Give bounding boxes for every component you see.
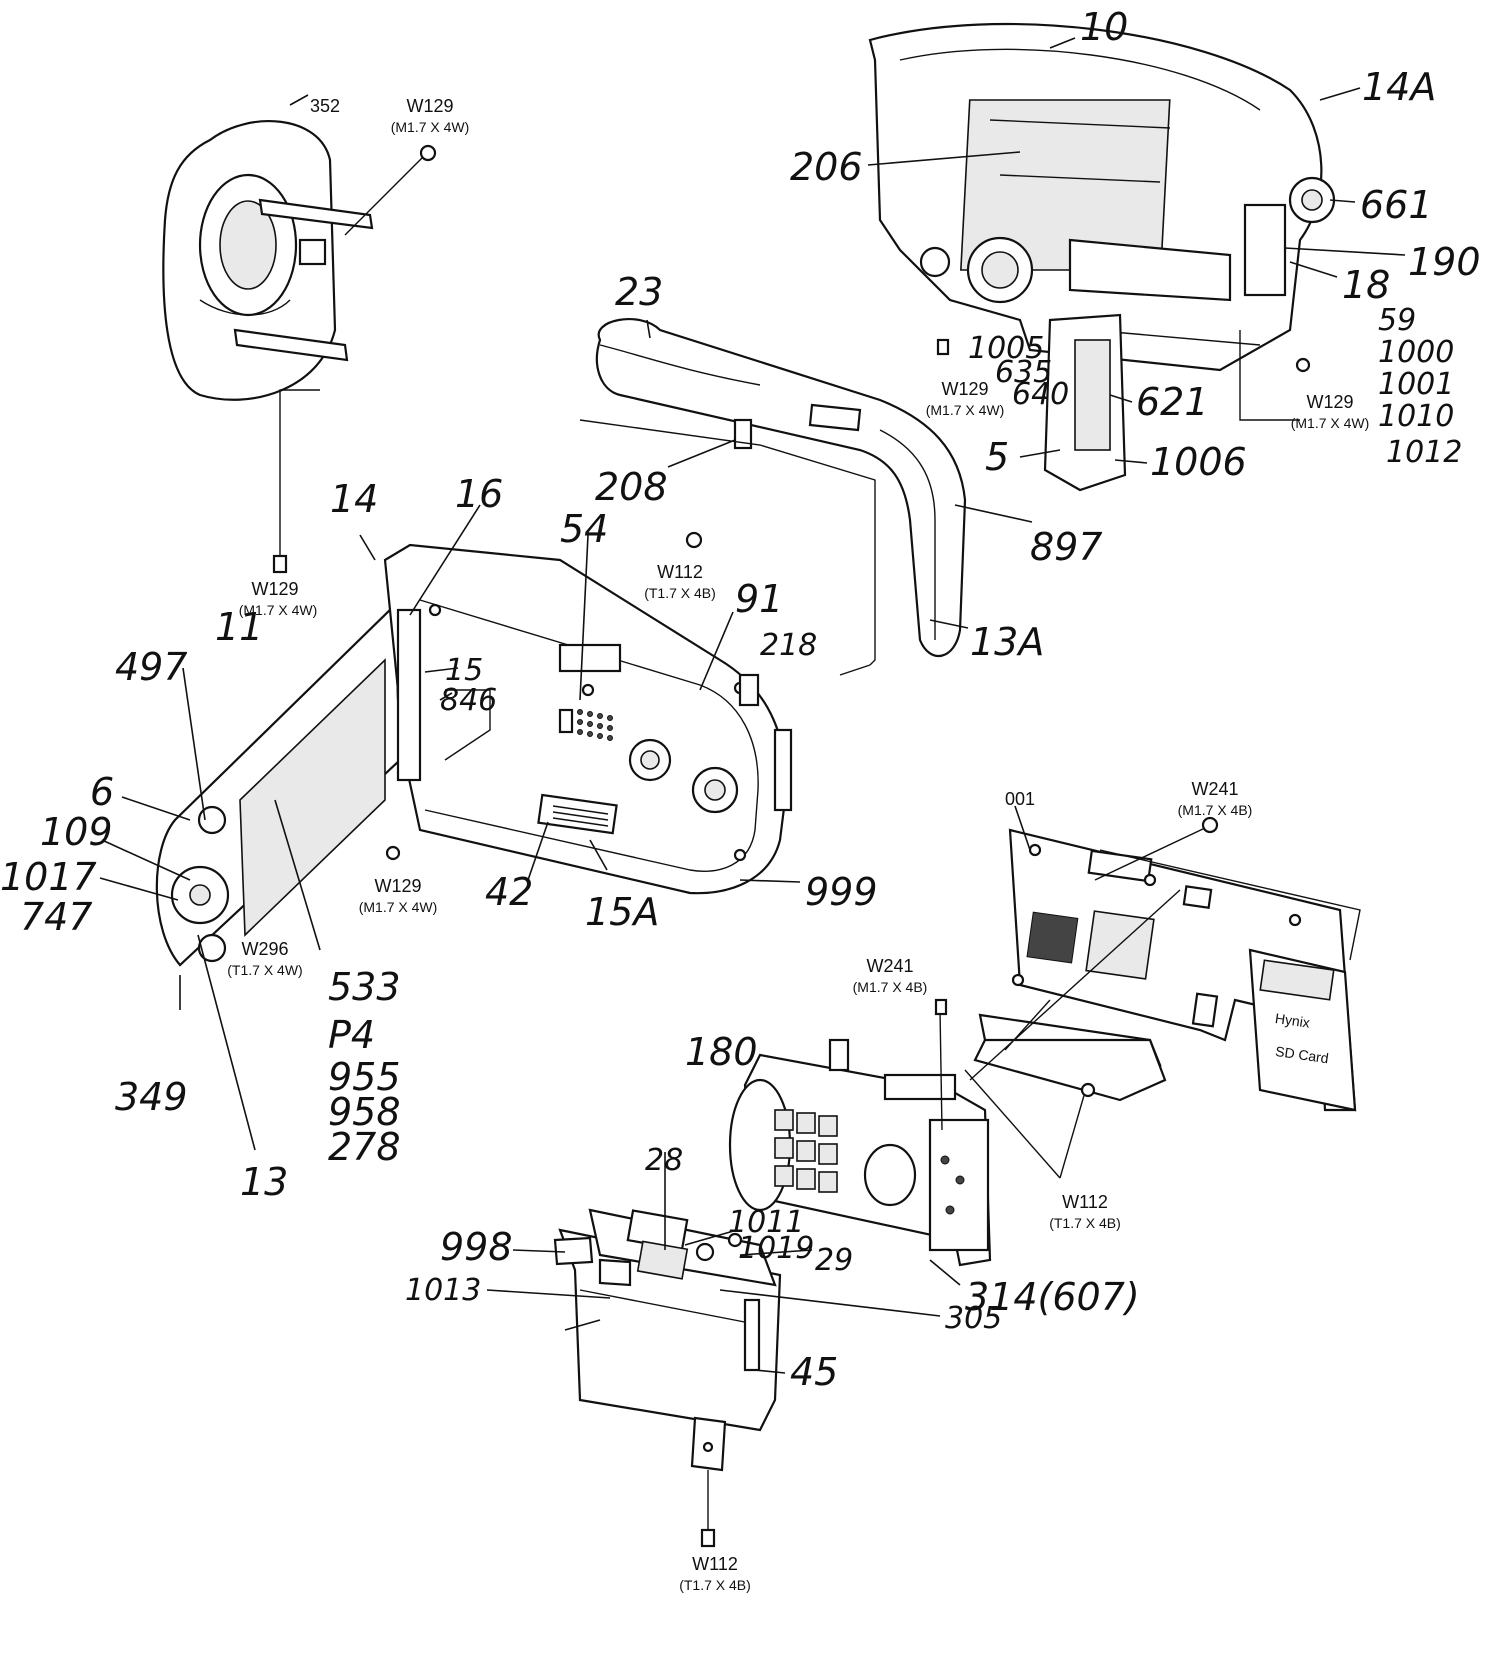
screw-w129-a xyxy=(344,144,437,236)
screw-10-id: W112 xyxy=(1062,1192,1108,1212)
label-54: 54 xyxy=(560,507,608,551)
back-housing-part xyxy=(868,22,1336,492)
screw-2-spec: (M1.7 X 4W) xyxy=(239,602,318,618)
label-5: 5 xyxy=(985,435,1009,479)
screw-8-spec: (M1.7 X 4B) xyxy=(1178,802,1253,818)
label-14: 14 xyxy=(330,477,378,521)
screw-9-id: W241 xyxy=(866,956,913,976)
label-109: 109 xyxy=(40,810,113,854)
screw-5-spec: (T1.7 X 4B) xyxy=(644,585,716,601)
label-11: 11 xyxy=(215,605,263,649)
camera-module-part xyxy=(728,998,1096,1267)
label-18: 18 xyxy=(1342,263,1390,307)
label-P4: P4 xyxy=(328,1013,375,1057)
label-349: 349 xyxy=(115,1075,188,1119)
screw-w129-b xyxy=(272,389,320,574)
label-1019: 1019 xyxy=(738,1231,814,1266)
label-1005: 1005 xyxy=(968,331,1044,366)
screw-11-spec: (T1.7 X 4B) xyxy=(679,1577,751,1593)
screw-1-id: W129 xyxy=(406,96,453,116)
screw-3-id: W129 xyxy=(941,379,988,399)
battery-holder-part xyxy=(553,1208,782,1548)
label-352: 352 xyxy=(310,96,340,116)
screw-5-id: W112 xyxy=(657,562,703,582)
board-card-text: SD Card xyxy=(1274,1043,1329,1066)
screw-1-spec: (M1.7 X 4W) xyxy=(391,119,470,135)
label-1010: 1010 xyxy=(1378,399,1454,434)
label-29: 29 xyxy=(815,1243,853,1278)
label-958: 958 xyxy=(328,1090,401,1134)
label-206: 206 xyxy=(790,145,863,189)
screw-8-id: W241 xyxy=(1191,779,1238,799)
label-42: 42 xyxy=(485,870,533,914)
label-1006: 1006 xyxy=(1150,440,1247,484)
label-180: 180 xyxy=(685,1030,758,1074)
screw-callouts: W129 (M1.7 X 4W) W129 (M1.7 X 4W) W129 (… xyxy=(227,96,1369,1593)
label-23: 23 xyxy=(615,270,663,314)
screw-4-spec: (M1.7 X 4W) xyxy=(1291,415,1370,431)
label-533: 533 xyxy=(328,965,401,1009)
label-208: 208 xyxy=(595,465,668,509)
main-pcb-part: Hynix SD Card xyxy=(969,816,1361,1112)
part-labels: 352 10 14A 206 661 190 18 59 1000 1001 1… xyxy=(0,5,1481,1394)
screw-9-spec: (M1.7 X 4B) xyxy=(853,979,928,995)
screw-6-id: W129 xyxy=(374,876,421,896)
label-15A: 15A xyxy=(585,890,659,934)
label-59: 59 xyxy=(1378,303,1416,338)
grip-strap-part xyxy=(579,318,967,676)
screw-11-id: W112 xyxy=(692,1554,738,1574)
label-999: 999 xyxy=(805,870,878,914)
label-278: 278 xyxy=(328,1125,401,1169)
label-1013: 1013 xyxy=(405,1273,481,1308)
screw-2-id: W129 xyxy=(251,579,298,599)
label-10: 10 xyxy=(1080,5,1128,49)
label-897: 897 xyxy=(1030,525,1103,569)
label-497: 497 xyxy=(115,645,188,689)
screw-7-id: W296 xyxy=(241,939,288,959)
label-13: 13 xyxy=(240,1160,288,1204)
label-91: 91 xyxy=(735,577,783,621)
label-6: 6 xyxy=(90,770,114,814)
label-955: 955 xyxy=(328,1055,401,1099)
label-1017: 1017 xyxy=(0,855,97,899)
label-640: 640 xyxy=(1012,377,1069,412)
camera-module-grid xyxy=(774,1109,838,1193)
connector-54-dots xyxy=(558,708,613,741)
label-621: 621 xyxy=(1136,380,1209,424)
label-13A: 13A xyxy=(970,620,1044,664)
label-305: 305 xyxy=(945,1301,1002,1336)
label-635: 635 xyxy=(995,355,1052,390)
screw-4-id: W129 xyxy=(1306,392,1353,412)
screw-10-spec: (T1.7 X 4B) xyxy=(1049,1215,1121,1231)
main-body-frame-part xyxy=(383,543,793,895)
label-28: 28 xyxy=(645,1143,683,1178)
label-001: 001 xyxy=(1005,789,1035,809)
screw-7-spec: (T1.7 X 4W) xyxy=(227,962,302,978)
label-747: 747 xyxy=(20,895,93,939)
label-998: 998 xyxy=(440,1225,513,1269)
board-brand-text: Hynix xyxy=(1274,1010,1311,1031)
label-15: 15 xyxy=(445,653,483,688)
lens-ring-part xyxy=(162,94,374,401)
label-16: 16 xyxy=(455,472,503,516)
label-1011: 1011 xyxy=(728,1205,804,1240)
leader-lines xyxy=(99,37,1406,1374)
label-14A: 14A xyxy=(1362,65,1436,109)
label-314: 314(607) xyxy=(965,1275,1140,1319)
label-846: 846 xyxy=(440,683,497,718)
label-1000: 1000 xyxy=(1378,335,1454,370)
label-661: 661 xyxy=(1360,183,1433,227)
screw-3-spec: (M1.7 X 4W) xyxy=(926,402,1005,418)
label-45: 45 xyxy=(790,1350,838,1394)
label-1001: 1001 xyxy=(1378,367,1454,402)
label-1012: 1012 xyxy=(1386,435,1462,470)
screw-6-spec: (M1.7 X 4W) xyxy=(359,899,438,915)
label-218: 218 xyxy=(760,628,817,663)
label-190: 190 xyxy=(1408,240,1481,284)
